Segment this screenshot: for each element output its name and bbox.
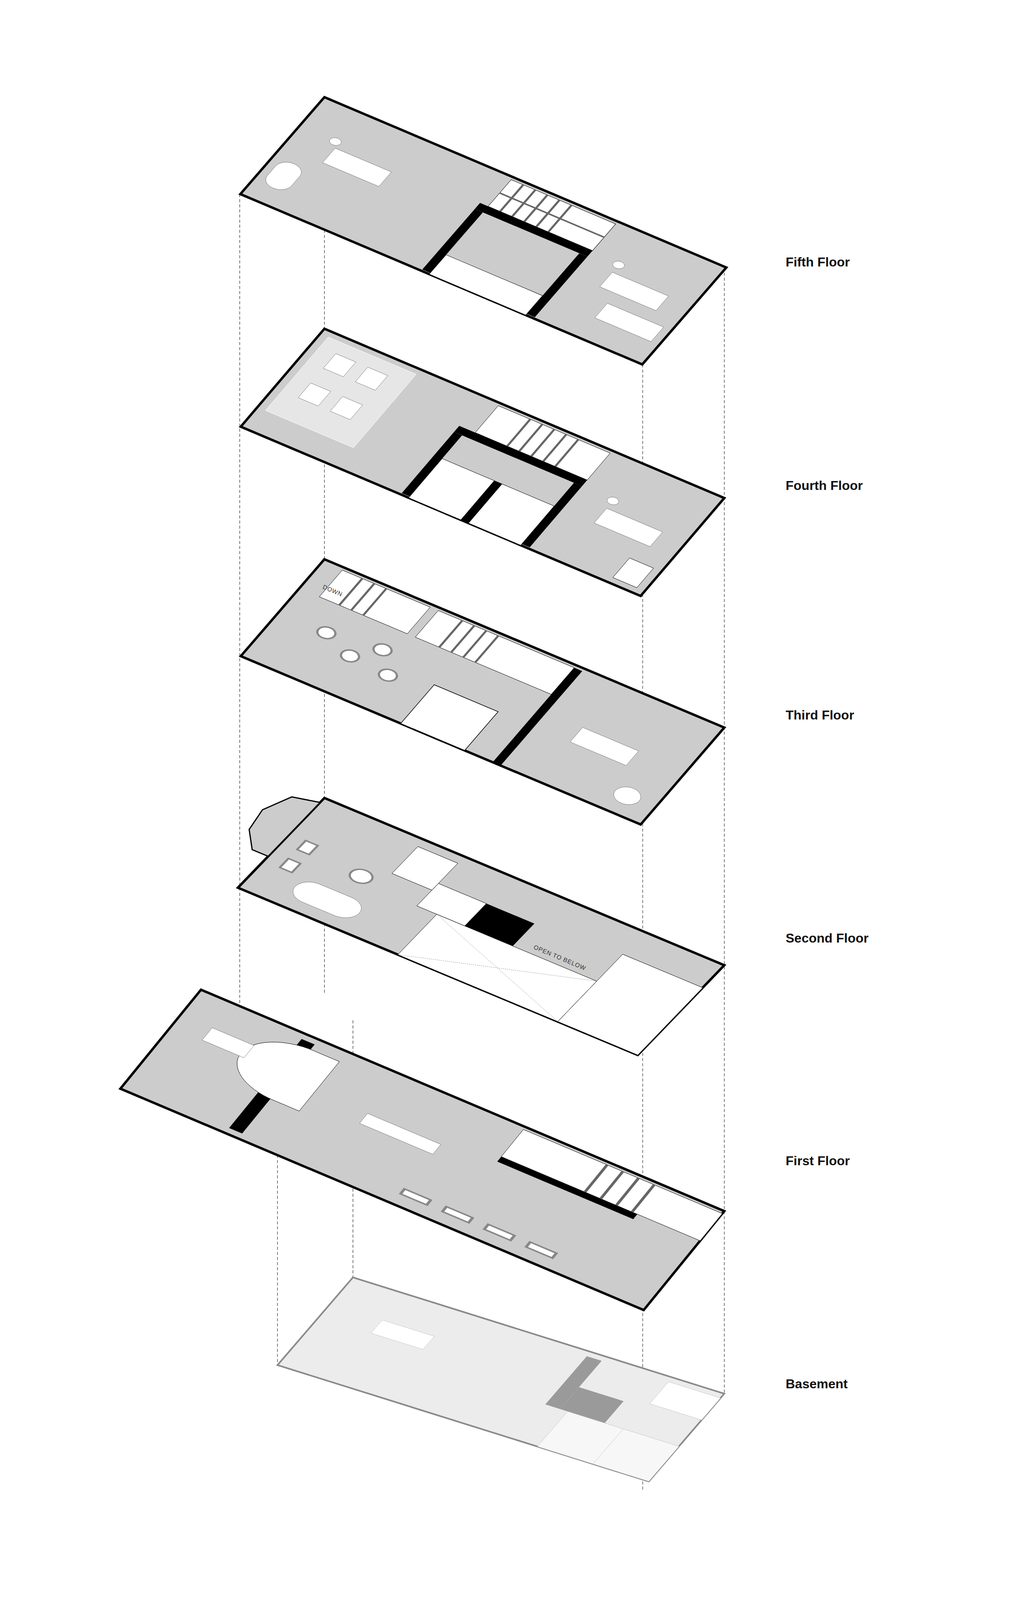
third-floor-plan: [240, 559, 725, 825]
floor-label: Fifth Floor: [785, 254, 850, 270]
first-floor-plan: [120, 989, 725, 1311]
floor-label: Fourth Floor: [785, 478, 863, 494]
second-floor-plan: [201, 782, 725, 1055]
floor-label: First Floor: [785, 1153, 850, 1169]
basement-plan: [277, 1277, 725, 1482]
floor-label: Second Floor: [785, 930, 869, 946]
fifth-floor-plan: [240, 97, 727, 365]
fourth-floor-plan: [240, 328, 725, 597]
floor-label: Third Floor: [785, 707, 855, 723]
floor-label: Basement: [785, 1376, 848, 1392]
